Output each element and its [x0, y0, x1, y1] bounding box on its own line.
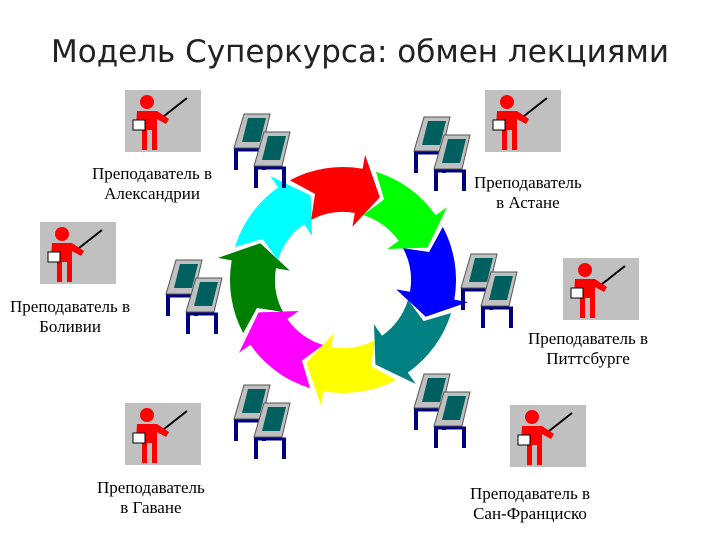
computer-pair-icon [408, 372, 478, 452]
teacher-icon [510, 405, 586, 467]
computer-pair-icon [455, 252, 525, 332]
computer-pair-icon [228, 383, 298, 463]
cycle-arrow [234, 176, 312, 261]
cycle-arrow [306, 333, 397, 406]
computer-pair-icon [160, 258, 230, 338]
computer-pair-icon [228, 112, 298, 192]
cycle-arrow [374, 299, 452, 384]
slide-title: Модель Суперкурса: обмен лекциями [51, 34, 669, 70]
teacher-icon [485, 90, 561, 152]
cycle-arrow [362, 171, 447, 249]
teacher-icon [125, 403, 201, 465]
teacher-icon [563, 258, 639, 320]
cycle-arrow [289, 154, 380, 227]
cycle-arrow [239, 311, 324, 389]
teacher-icon [125, 90, 201, 152]
cycle-arrow [396, 226, 469, 317]
teacher-icon [40, 222, 116, 284]
cycle-arrow [217, 243, 290, 334]
computer-pair-icon [408, 115, 478, 195]
